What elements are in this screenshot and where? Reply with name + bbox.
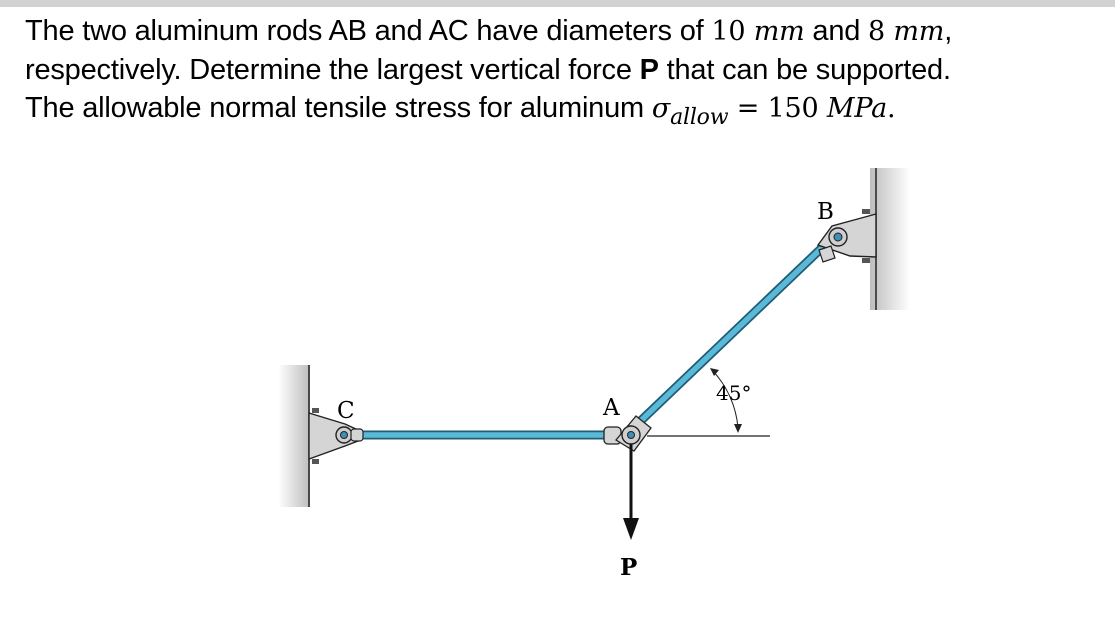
allowable-stress: σallow = 150 MPa. (651, 93, 896, 130)
angle-label: 45° (716, 381, 751, 405)
force-p-arrow (623, 444, 639, 540)
diameter-ac: 8 mm (868, 16, 945, 47)
bracket-b (816, 209, 877, 263)
problem-line-1: The two aluminum rods AB and AC have dia… (25, 15, 953, 47)
label-a: A (602, 395, 620, 421)
label-c: C (337, 398, 355, 424)
diameter-ab: 10 mm (711, 16, 805, 47)
problem-line-3: The allowable normal tensile stress for … (25, 92, 896, 130)
top-divider (0, 0, 1115, 7)
force-symbol: P (639, 54, 659, 86)
problem-statement: The two aluminum rods AB and AC have dia… (25, 12, 1110, 130)
label-p: P (620, 554, 637, 581)
angle-indicator (647, 368, 770, 437)
problem-line-2: respectively. Determine the largest vert… (25, 54, 951, 86)
rod-ab (624, 237, 833, 437)
label-b: B (817, 199, 834, 225)
bracket-c (308, 408, 364, 464)
wall-c (278, 365, 310, 507)
